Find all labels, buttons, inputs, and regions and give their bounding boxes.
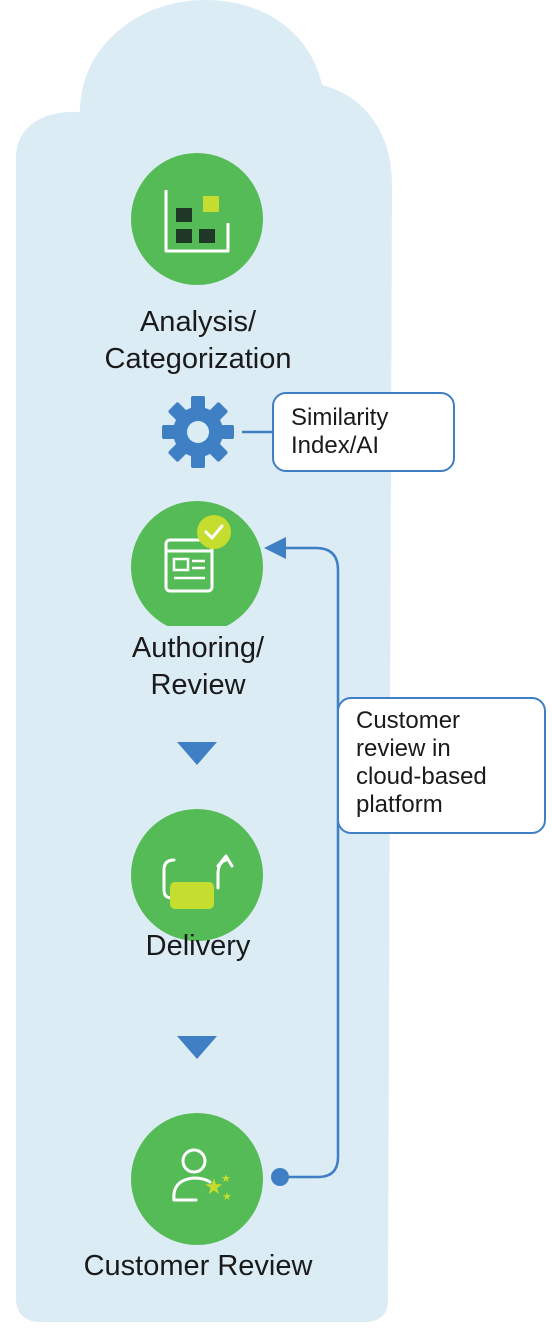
- feedback-loop-arrowhead: [264, 537, 286, 559]
- flow-arrow-2: [177, 1036, 217, 1059]
- svg-text:★: ★: [222, 1190, 232, 1203]
- authoring-label: Authoring/ Review: [60, 630, 336, 704]
- authoring-node: [131, 501, 263, 626]
- svg-text:★: ★: [204, 1175, 224, 1200]
- authoring-label-line2: Review: [150, 669, 246, 701]
- document-check-icon: [164, 515, 231, 593]
- package-arrow-icon: [162, 854, 234, 909]
- customer-review-callout-line4: platform: [356, 791, 443, 818]
- cloud-shape: [16, 0, 392, 1322]
- svg-text:★: ★: [221, 1172, 231, 1185]
- similarity-callout: Similarity Index/AI: [272, 392, 455, 472]
- analysis-label-line1: Analysis/: [139, 306, 257, 338]
- customer-review-callout-line2: review in: [356, 735, 451, 762]
- analysis-label-line2: Categorization: [104, 343, 292, 375]
- delivery-label-line1: Delivery: [145, 930, 251, 962]
- customer-review-callout: Customer review in cloud-based platform: [337, 697, 546, 834]
- customer-review-label-line1: Customer Review: [83, 1250, 313, 1282]
- similarity-callout-line2: Index/AI: [291, 432, 380, 459]
- analysis-label: Analysis/ Categorization: [60, 304, 336, 378]
- customer-review-node: ★ ★ ★: [131, 1113, 263, 1245]
- delivery-label: Delivery: [60, 928, 336, 965]
- gear-icon: [162, 396, 234, 468]
- customer-review-callout-line1: Customer: [356, 707, 461, 734]
- feedback-loop-line: [280, 546, 340, 1179]
- grid-squares-icon: [164, 190, 230, 253]
- user-stars-icon: ★ ★ ★: [172, 1148, 232, 1203]
- analysis-node: [131, 153, 263, 285]
- authoring-label-line1: Authoring/: [131, 632, 265, 664]
- delivery-node: [131, 809, 263, 941]
- customer-review-label: Customer Review: [40, 1248, 356, 1285]
- customer-review-callout-line3: cloud-based: [356, 763, 487, 790]
- similarity-callout-line1: Similarity: [291, 404, 389, 431]
- flow-arrow-1: [177, 742, 217, 765]
- feedback-loop-start-dot: [271, 1168, 289, 1186]
